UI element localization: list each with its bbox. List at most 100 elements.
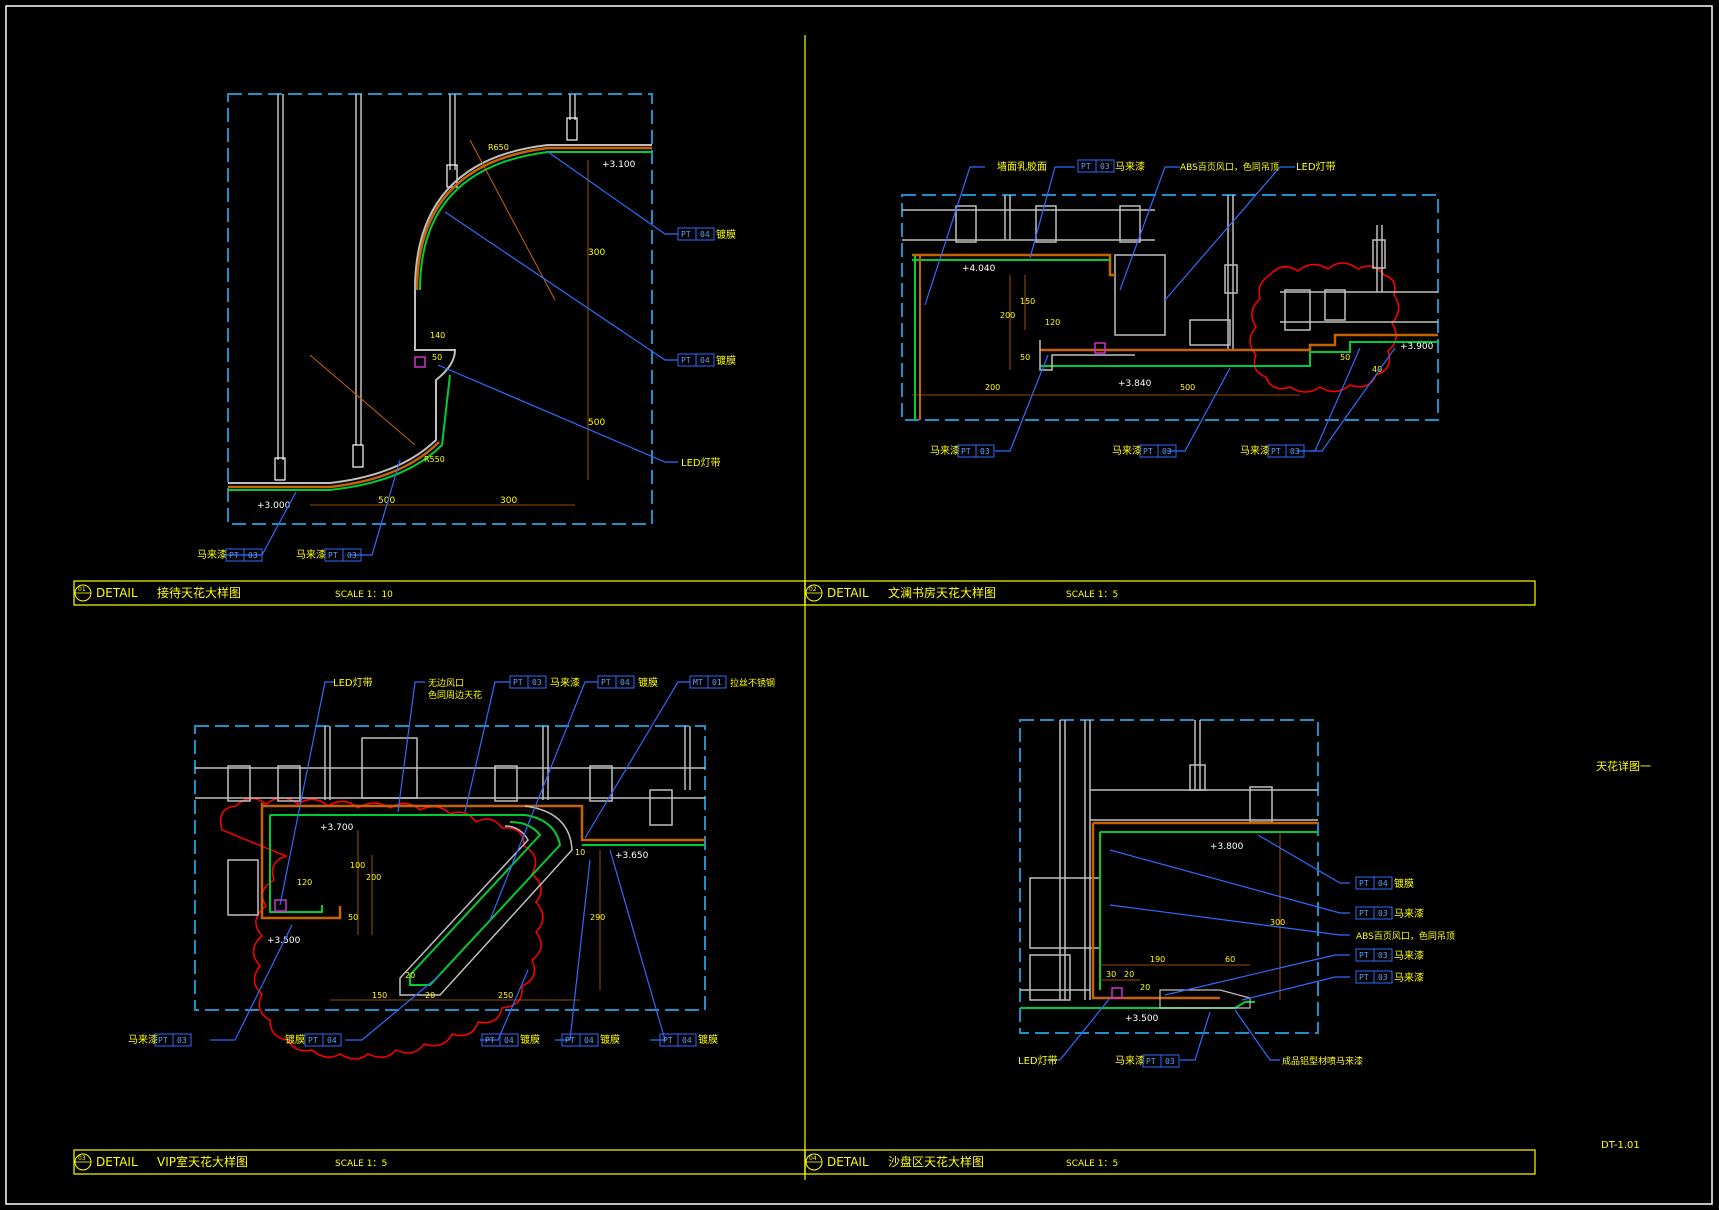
svg-text:PT: PT [681,356,691,365]
level-mark: +3.840 [1118,379,1152,389]
callout-label: 镀膜 [638,676,658,689]
svg-text:03: 03 [1290,447,1300,456]
dim-label: 50 [432,353,442,362]
callout-label: 马来漆 [128,1033,158,1046]
ceiling-board [1091,821,1318,1000]
level-mark: +3.000 [257,501,291,511]
aluminum-profile [1159,989,1251,1009]
svg-text:PT: PT [663,1036,673,1045]
svg-text:PT: PT [961,447,971,456]
dim-label: 200 [985,383,1000,392]
dim-label: 60 [1225,955,1235,964]
svg-text:PT: PT [513,678,523,687]
leader-lines [1045,834,1350,1061]
svg-text:03: 03 [347,551,357,560]
dimension-lines [1100,832,1281,1000]
svg-text:03: 03 [1165,1057,1175,1066]
svg-text:03: 03 [177,1036,187,1045]
detail-word: DETAIL [96,1155,138,1169]
level-mark: +3.900 [1400,342,1434,352]
callout-label: 墙面乳胶面 [997,160,1047,173]
callout-label: 马来漆 [1240,444,1270,457]
svg-text:PT: PT [1359,879,1369,888]
callout-label: LED灯带 [681,457,721,469]
diagonal-soffit [399,805,573,996]
dim-label: 300 [500,496,517,506]
detail-title: 沙盘区天花大样图 [888,1154,984,1169]
detail-title: 接待天花大样图 [157,585,241,600]
callout-label: 镀膜 [285,1033,305,1046]
sheet-number: DT-1.01 [1601,1140,1640,1151]
sheet-label: 天花详图一 [1596,759,1651,773]
callout-label: 马来漆 [296,548,326,561]
svg-text:03: 03 [980,447,990,456]
ceiling-board [260,803,705,920]
dimension-lines [330,830,601,1001]
callout-label: 马来漆 [1394,949,1424,962]
svg-text:PT: PT [601,678,611,687]
revision-cloud [219,797,544,1060]
callout-label: 马来漆 [1115,1054,1145,1067]
callout-label: LED灯带 [333,677,373,689]
dim-label: 500 [378,496,395,506]
svg-text:PT: PT [229,551,239,560]
detail-boundary [227,93,653,525]
dim-label: 150 [1020,297,1035,306]
drop-panel [1039,340,1135,371]
svg-text:01: 01 [712,678,722,687]
dim-label: 50 [348,913,358,922]
sheet-border [5,5,1713,1205]
hatch-lines [309,139,556,446]
title-bar-02: 02 DETAIL 文澜书房天花大样图 SCALE 1：5 [804,580,1536,606]
detail-title: 文澜书房天花大样图 [888,585,996,600]
callout-label: 镀膜 [716,228,736,241]
svg-text:04: 04 [584,1036,594,1045]
dim-label: 290 [590,913,605,922]
hanger-clips [274,117,578,481]
radius-label: R550 [424,455,445,464]
callout-label: 马来漆 [1394,971,1424,984]
svg-text:PT: PT [1081,162,1091,171]
ceiling-finish [912,259,1438,367]
detail-boundary [901,194,1439,421]
detail-number: 03 [78,1155,86,1162]
level-mark: +3.500 [1125,1014,1159,1024]
detail-title: VIP室天花大样图 [157,1154,248,1169]
leader-lines [924,166,1396,452]
radius-label: R650 [488,143,509,152]
detail-number: 02 [809,586,817,593]
svg-text:03: 03 [1378,951,1388,960]
detail-scale: SCALE 1：5 [1066,1159,1118,1169]
callout-label: 马来漆 [930,444,960,457]
dim-label: 40 [1372,365,1382,374]
callout-label: 镀膜 [520,1033,540,1046]
panel-study-ceiling: 150 200 50 120 200 500 50 40 +4.040 +3.8… [901,159,1439,458]
svg-text:PT: PT [1359,973,1369,982]
dim-label: 200 [366,873,381,882]
callout-label: 马来漆 [197,548,227,561]
detail-word: DETAIL [827,586,869,600]
svg-text:PT: PT [485,1036,495,1045]
callout-label: ABS百页风口，色同吊顶 [1356,930,1455,942]
callout-label: 拉丝不锈钢 [730,677,775,689]
dim-label: 20 [1140,983,1150,992]
svg-text:PT: PT [681,230,691,239]
detail-word: DETAIL [827,1155,869,1169]
hanger-rods [277,94,576,460]
title-bar-01: 01 DETAIL 接待天花大样图 SCALE 1：10 [73,580,806,606]
detail-boundary [194,725,706,1011]
dim-label: 500 [1180,383,1195,392]
ceiling-board [912,253,1438,352]
ceiling-finish [269,814,705,986]
level-mark: +3.800 [1210,842,1244,852]
svg-text:MT: MT [693,678,703,687]
callout-label: 镀膜 [600,1033,620,1046]
svg-text:PT: PT [565,1036,575,1045]
level-mark: +3.650 [615,851,649,861]
callout-label: 马来漆 [550,676,580,689]
dim-label: 10 [575,848,585,857]
